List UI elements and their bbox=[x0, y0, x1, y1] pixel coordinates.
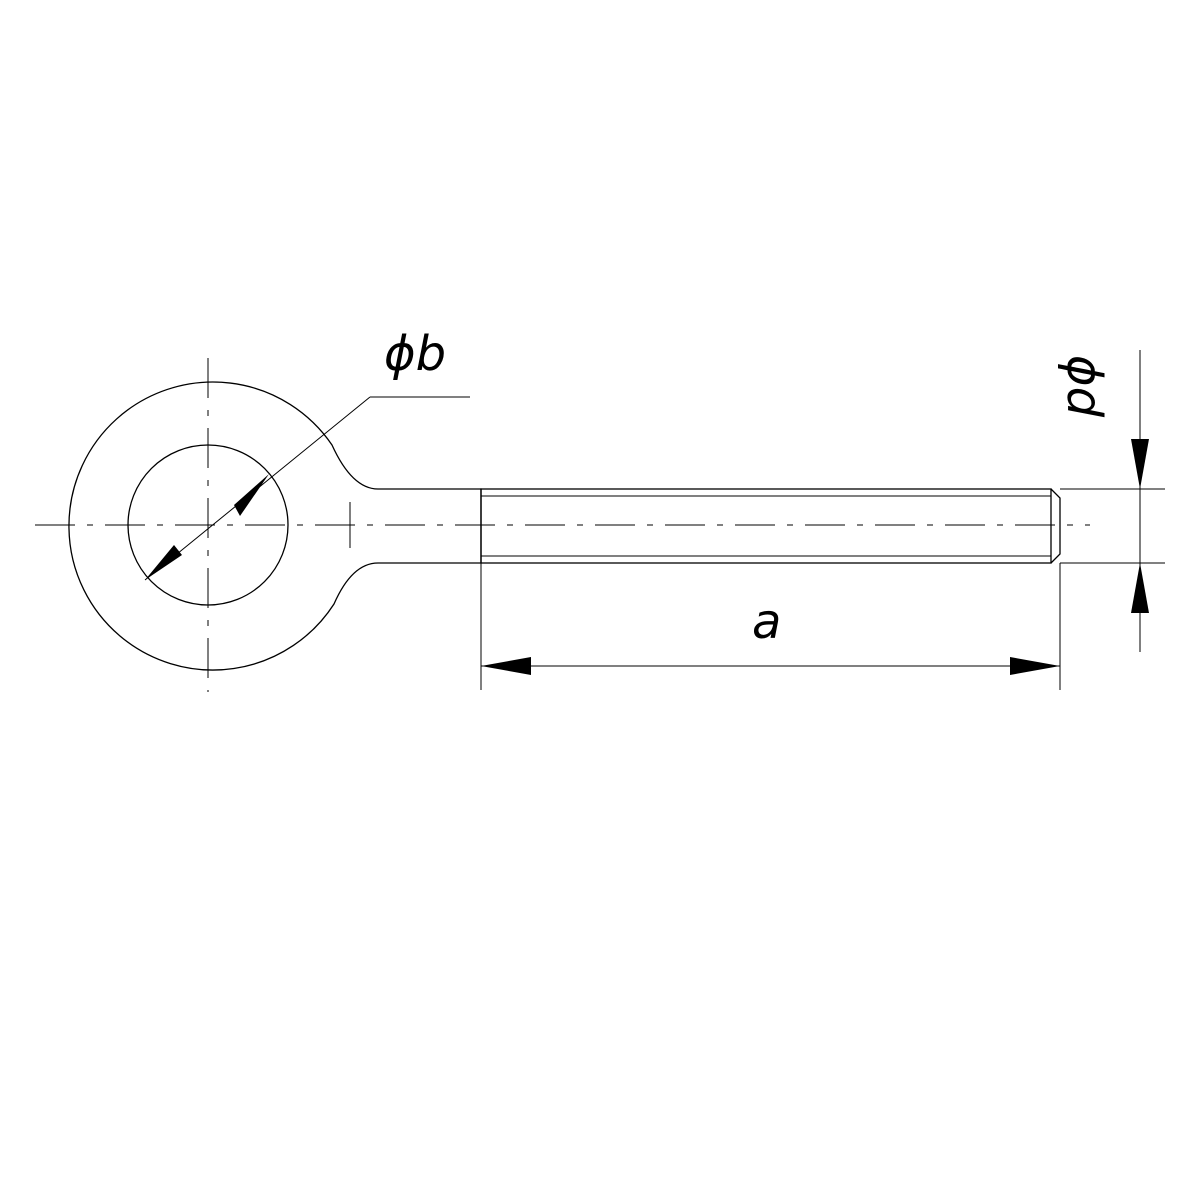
shank-chamfer bbox=[1050, 488, 1061, 564]
hole-diameter-label: ϕb bbox=[384, 326, 446, 382]
length-label: a bbox=[752, 594, 781, 650]
hole-dimension-arrow-lower bbox=[145, 545, 182, 580]
dimension-shank-length: a bbox=[480, 563, 1061, 690]
center-lines bbox=[35, 358, 1090, 692]
threaded-shank bbox=[480, 488, 1052, 564]
hole-dimension-arrow-upper bbox=[234, 474, 269, 516]
dimension-eye-hole-diameter: ϕb bbox=[144, 326, 470, 581]
eye-bolt bbox=[68, 381, 1061, 671]
thread-diameter-label: ϕd bbox=[1056, 355, 1112, 418]
length-arrow-left bbox=[481, 657, 531, 675]
thread-arrow-top bbox=[1131, 439, 1149, 489]
thread-arrow-bottom bbox=[1131, 563, 1149, 613]
eye-ring bbox=[68, 381, 482, 671]
dimension-thread-diameter: ϕd bbox=[1056, 350, 1165, 652]
length-arrow-right bbox=[1010, 657, 1060, 675]
